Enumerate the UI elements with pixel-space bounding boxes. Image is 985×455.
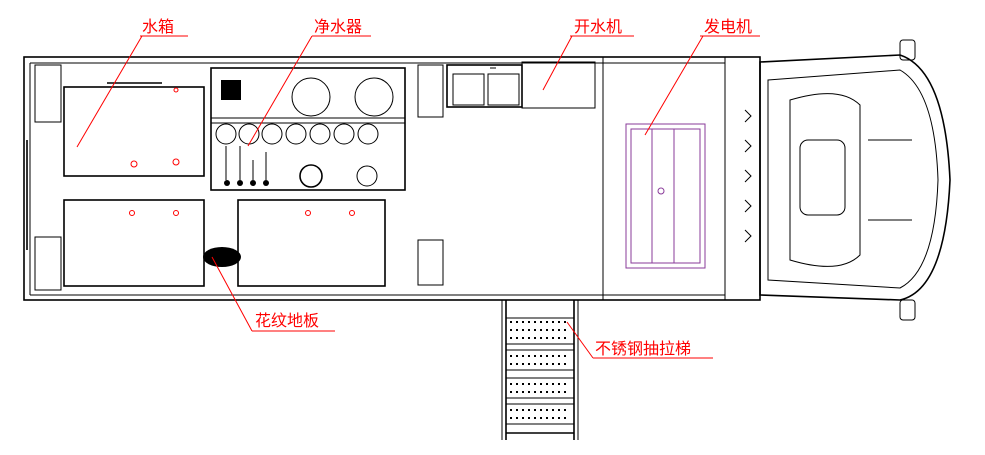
water-purifier-unit (210, 67, 406, 191)
floor-marker (203, 247, 241, 267)
label-text: 不锈钢抽拉梯 (595, 339, 691, 358)
label-text: 开水机 (574, 17, 622, 36)
water-tank-1 (63, 82, 205, 177)
water-boiler-sink (446, 61, 596, 109)
stainless-pull-out-ladder[interactable] (501, 300, 579, 440)
water-tank-3 (237, 199, 386, 287)
label-stainless-ladder: 不锈钢抽拉梯 (566, 321, 713, 359)
left-cabinet-top (34, 64, 62, 123)
water-tank-2 (63, 199, 205, 287)
label-generator: 发电机 (644, 17, 760, 136)
label-water-tank: 水箱 (76, 17, 188, 148)
label-text: 净水器 (314, 17, 362, 36)
label-text: 发电机 (704, 17, 752, 36)
label-text: 花纹地板 (255, 311, 319, 330)
left-cabinet-bottom (34, 236, 62, 291)
label-text: 水箱 (142, 17, 174, 36)
label-checkered-floor: 花纹地板 (211, 256, 335, 332)
generator-unit (625, 123, 706, 269)
label-water-purifier: 净水器 (247, 17, 371, 147)
vehicle-cab (744, 39, 951, 321)
label-water-boiler: 开水机 (542, 17, 634, 91)
vehicle-body (23, 56, 761, 301)
left-mirror (899, 39, 916, 61)
right-mirror (899, 299, 916, 321)
